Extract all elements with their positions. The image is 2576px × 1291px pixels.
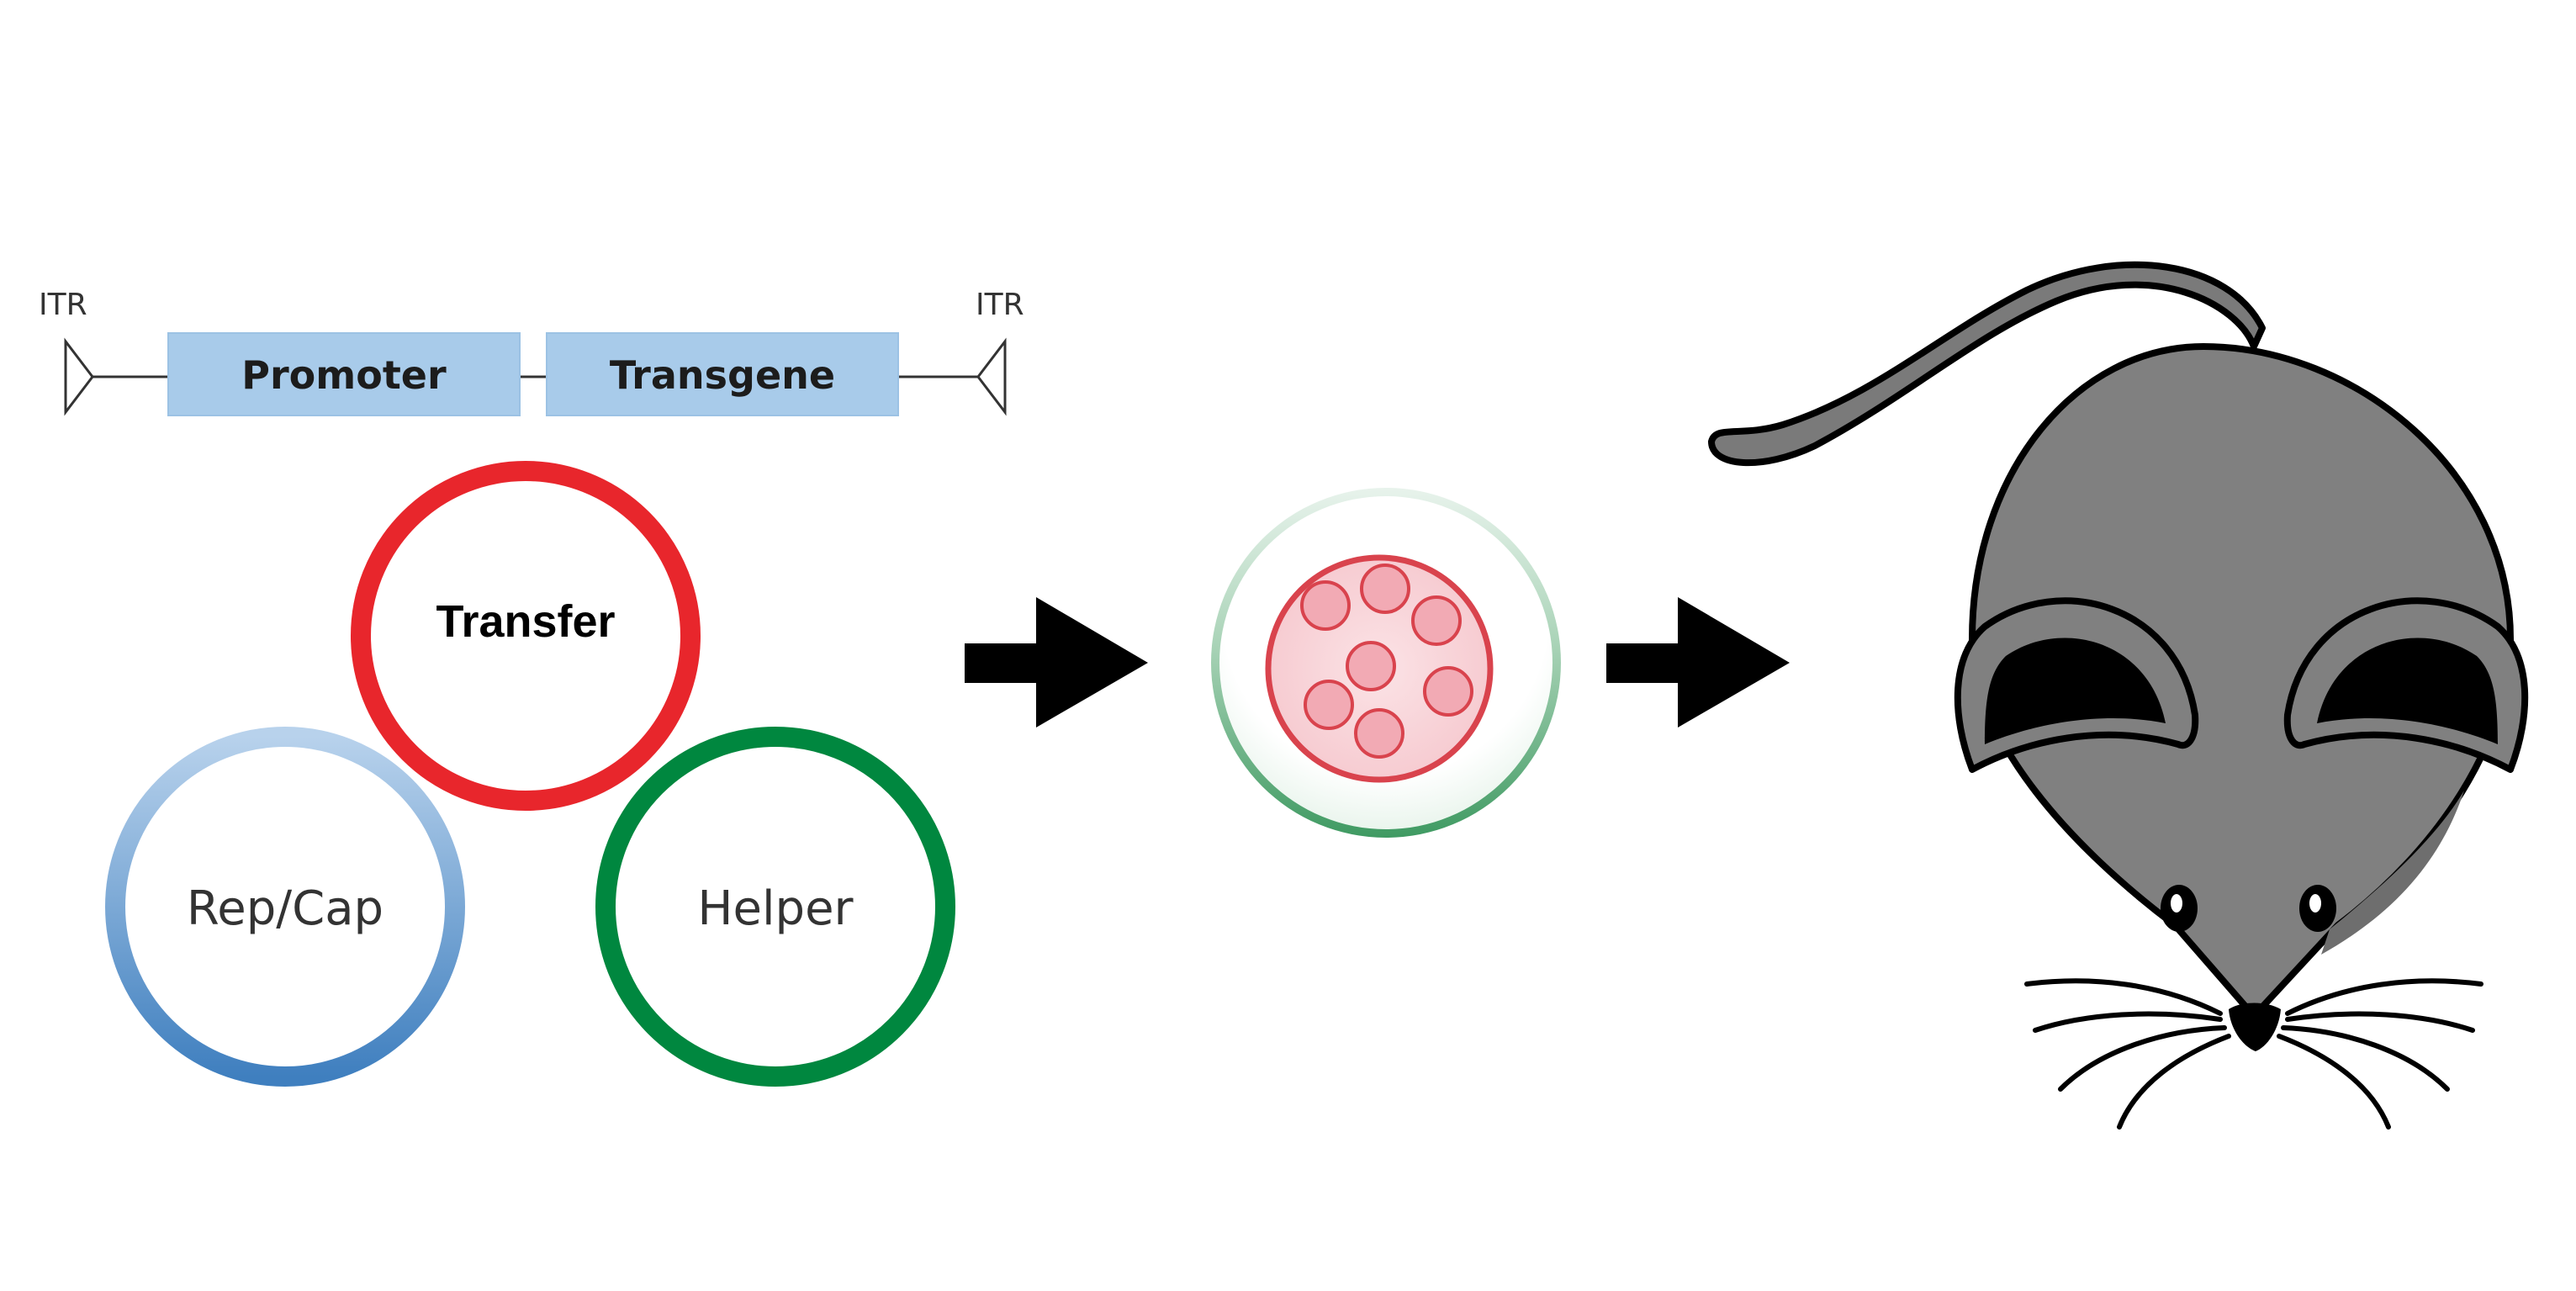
- mouse-eye-left: [2161, 885, 2198, 932]
- mouse-ear-left: [1954, 597, 2199, 773]
- cell-nucleus: [1265, 554, 1494, 783]
- itr-left-icon: [64, 337, 94, 416]
- plasmid-transfer-label: Transfer: [436, 596, 615, 647]
- plasmid-repcap-label: Rep/Cap: [187, 881, 383, 936]
- plasmid-repcap: Rep/Cap: [105, 727, 465, 1087]
- mouse-nose: [2229, 1003, 2281, 1051]
- promoter-label: Promoter: [241, 352, 447, 398]
- mouse-whiskers: [2024, 978, 2483, 1130]
- promoter-box: [167, 332, 521, 416]
- mouse-eye-right: [2299, 885, 2336, 932]
- producer-cell: [1211, 488, 1561, 838]
- plasmid-helper-label: Helper: [697, 881, 854, 936]
- transgene-box: [546, 332, 899, 416]
- arrow-right-icon: [965, 597, 1148, 728]
- itr-right-label: ITR: [976, 288, 1024, 322]
- itr-left-label: ITR: [39, 288, 87, 322]
- mouse-icon: [1708, 261, 2529, 1130]
- aav-construct: ITR ITR Promoter Transgene: [39, 288, 1024, 416]
- mouse-tail: [1708, 261, 2266, 467]
- plasmid-helper: Helper: [595, 727, 955, 1087]
- mouse-ear-right: [2283, 597, 2529, 773]
- aav-particles: [1300, 563, 1473, 759]
- plasmid-transfer: Transfer: [351, 461, 701, 811]
- itr-right-icon: [976, 337, 1007, 416]
- arrow-right-icon: [1606, 597, 1790, 728]
- transgene-label: Transgene: [610, 352, 835, 398]
